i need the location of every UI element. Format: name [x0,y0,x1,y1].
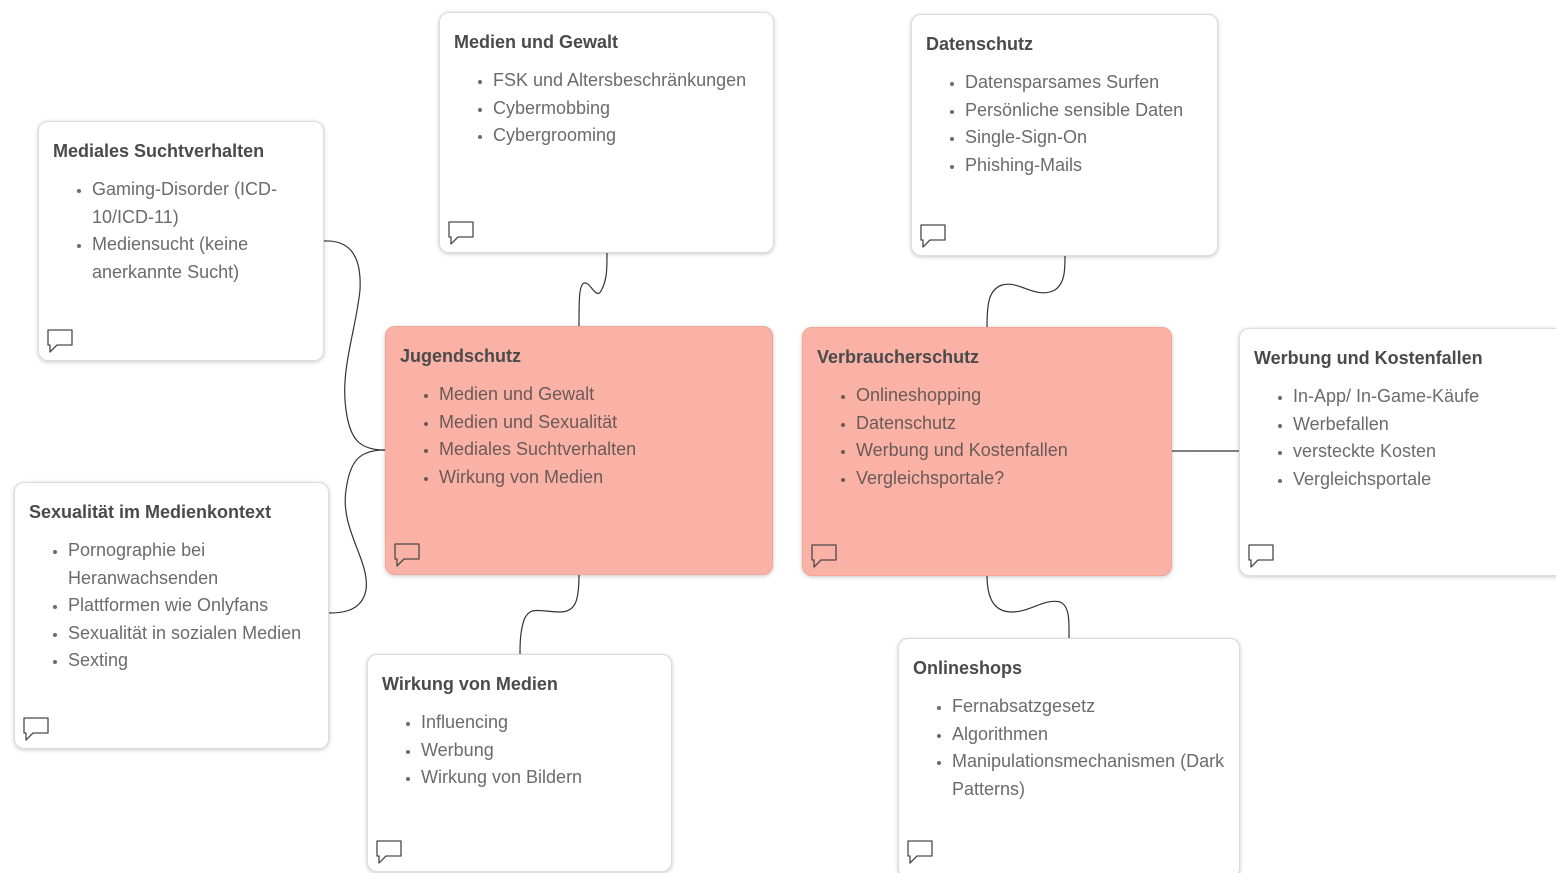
list-item: Datensparsames Surfen [965,69,1203,97]
connector-jugendschutz-mediales-suchtverhalten [323,240,386,451]
node-medien-gewalt[interactable]: Medien und Gewalt FSK und Altersbeschrän… [439,12,774,253]
node-item-list: Onlineshopping Datenschutz Werbung und K… [817,382,1157,492]
connector-verbraucherschutz-datenschutz [986,254,1066,329]
node-item-list: Fernabsatzgesetz Algorithmen Manipulatio… [913,693,1225,803]
list-item: In-App/ In-Game-Käufe [1293,383,1554,411]
node-jugendschutz[interactable]: Jugendschutz Medien und Gewalt Medien un… [385,326,773,575]
list-item: FSK und Altersbeschränkungen [493,67,759,95]
speech-bubble-icon[interactable] [375,839,403,865]
list-item: Plattformen wie Onlyfans [68,592,314,620]
node-item-list: Pornographie bei Heranwachsenden Plattfo… [29,537,314,675]
list-item: Medien und Sexualität [439,409,758,437]
list-item: Persönliche sensible Daten [965,97,1203,125]
node-item-list: Influencing Werbung Wirkung von Bildern [382,709,657,792]
node-title: Onlineshops [913,658,1023,678]
node-title: Werbung und Kostenfallen [1254,348,1483,368]
speech-bubble-icon[interactable] [46,328,74,354]
node-item-list: Datensparsames Surfen Persönliche sensib… [926,69,1203,179]
node-title: Datenschutz [926,34,1034,54]
node-item-list: FSK und Altersbeschränkungen Cybermobbin… [454,67,759,150]
node-onlineshops[interactable]: Onlineshops Fernabsatzgesetz Algorithmen… [898,638,1240,873]
node-title: Sexualität im Medienkontext [29,502,272,522]
node-werbung-kostenfallen[interactable]: Werbung und Kostenfallen In-App/ In-Game… [1239,328,1556,576]
connector-jugendschutz-wirkung-medien [519,573,580,656]
node-item-list: Gaming-Disorder (ICD-10/ICD-11) Mediensu… [53,176,309,286]
list-item: Phishing-Mails [965,152,1203,180]
list-item: Werbung und Kostenfallen [856,437,1157,465]
speech-bubble-icon[interactable] [393,542,421,568]
list-item: Werbung [421,737,657,765]
node-title: Mediales Suchtverhalten [53,141,265,161]
node-mediales-suchtverhalten[interactable]: Mediales Suchtverhalten Gaming-Disorder … [38,121,324,361]
connector-jugendschutz-sexualitaet [328,449,386,614]
list-item: Gaming-Disorder (ICD-10/ICD-11) [92,176,309,231]
speech-bubble-icon[interactable] [447,220,475,246]
list-item: Fernabsatzgesetz [952,693,1225,721]
speech-bubble-icon[interactable] [919,223,947,249]
list-item: Werbefallen [1293,411,1554,439]
node-wirkung-medien[interactable]: Wirkung von Medien Influencing Werbung W… [367,654,672,872]
list-item: Vergleichsportale? [856,465,1157,493]
list-item: Medien und Gewalt [439,381,758,409]
speech-bubble-icon[interactable] [1247,543,1275,569]
list-item: Wirkung von Medien [439,464,758,492]
list-item: Onlineshopping [856,382,1157,410]
list-item: Algorithmen [952,721,1225,749]
list-item: versteckte Kosten [1293,438,1554,466]
node-title: Medien und Gewalt [454,32,619,52]
node-item-list: In-App/ In-Game-Käufe Werbefallen verste… [1254,383,1554,493]
speech-bubble-icon[interactable] [810,543,838,569]
list-item: Pornographie bei Heranwachsenden [68,537,314,592]
list-item: Vergleichsportale [1293,466,1554,494]
node-datenschutz[interactable]: Datenschutz Datensparsames Surfen Persön… [911,14,1218,256]
list-item: Mediales Suchtverhalten [439,436,758,464]
list-item: Wirkung von Bildern [421,764,657,792]
speech-bubble-icon[interactable] [22,716,50,742]
list-item: Single-Sign-On [965,124,1203,152]
connector-verbraucherschutz-onlineshops [986,574,1070,639]
speech-bubble-icon[interactable] [906,839,934,865]
list-item: Cybergrooming [493,122,759,150]
node-item-list: Medien und Gewalt Medien und Sexualität … [400,381,758,491]
node-title: Jugendschutz [400,346,522,366]
list-item: Manipulationsmechanismen (Dark Patterns) [952,748,1225,803]
list-item: Mediensucht (keine anerkannte Sucht) [92,231,309,286]
list-item: Sexting [68,647,314,675]
node-title: Wirkung von Medien [382,674,558,694]
node-title: Verbraucherschutz [817,347,980,367]
node-sexualitaet-medienkontext[interactable]: Sexualität im Medienkontext Pornographie… [14,482,329,749]
connector-jugendschutz-medien-gewalt [578,252,608,328]
node-verbraucherschutz[interactable]: Verbraucherschutz Onlineshopping Datensc… [802,327,1172,576]
list-item: Sexualität in sozialen Medien [68,620,314,648]
list-item: Datenschutz [856,410,1157,438]
list-item: Influencing [421,709,657,737]
list-item: Cybermobbing [493,95,759,123]
